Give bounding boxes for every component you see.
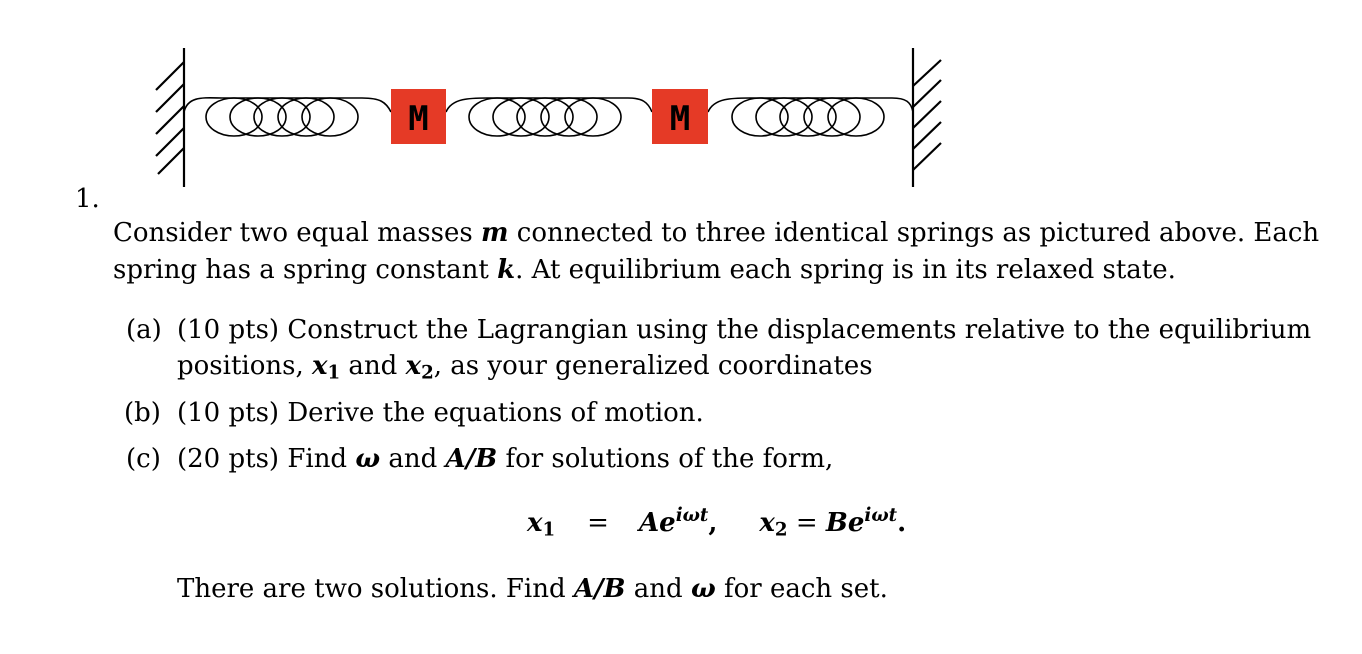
left-wall [155,48,186,187]
equation: x1=Aeiωt,x2 = Beiωt. [527,505,907,541]
mass-2-label: M [670,99,690,139]
closing-line: There are two solutions. Find A/B and ω … [177,574,888,604]
spring-constant-symbol: k [497,255,516,285]
intro-line-1: Consider two equal masses m connected to… [113,218,1320,248]
mass-2: M [652,89,708,144]
part-a-line-1: (10 pts) Construct the Lagrangian using … [177,315,1312,345]
problem-number: 1. [75,184,100,214]
part-a-line-2: positions, x1 and x2, as your generalize… [177,351,873,384]
spring-middle [445,97,653,137]
right-wall [911,48,942,187]
spring-mass-figure: M M [155,48,942,187]
part-c-label: (c) [126,444,161,474]
mass-1: M [391,89,446,144]
part-c-text: (20 pts) Find ω and A/B for solutions of… [177,444,834,474]
mass-1-label: M [408,99,428,139]
intro-line-2: spring has a spring constant k. At equil… [113,255,1176,285]
spring-left [183,96,392,137]
mass-symbol: m [481,218,509,248]
part-b-label: (b) [124,398,161,428]
spring-right [707,97,914,137]
part-b-text: (10 pts) Derive the equations of motion. [177,398,704,428]
part-a-label: (a) [126,315,162,345]
